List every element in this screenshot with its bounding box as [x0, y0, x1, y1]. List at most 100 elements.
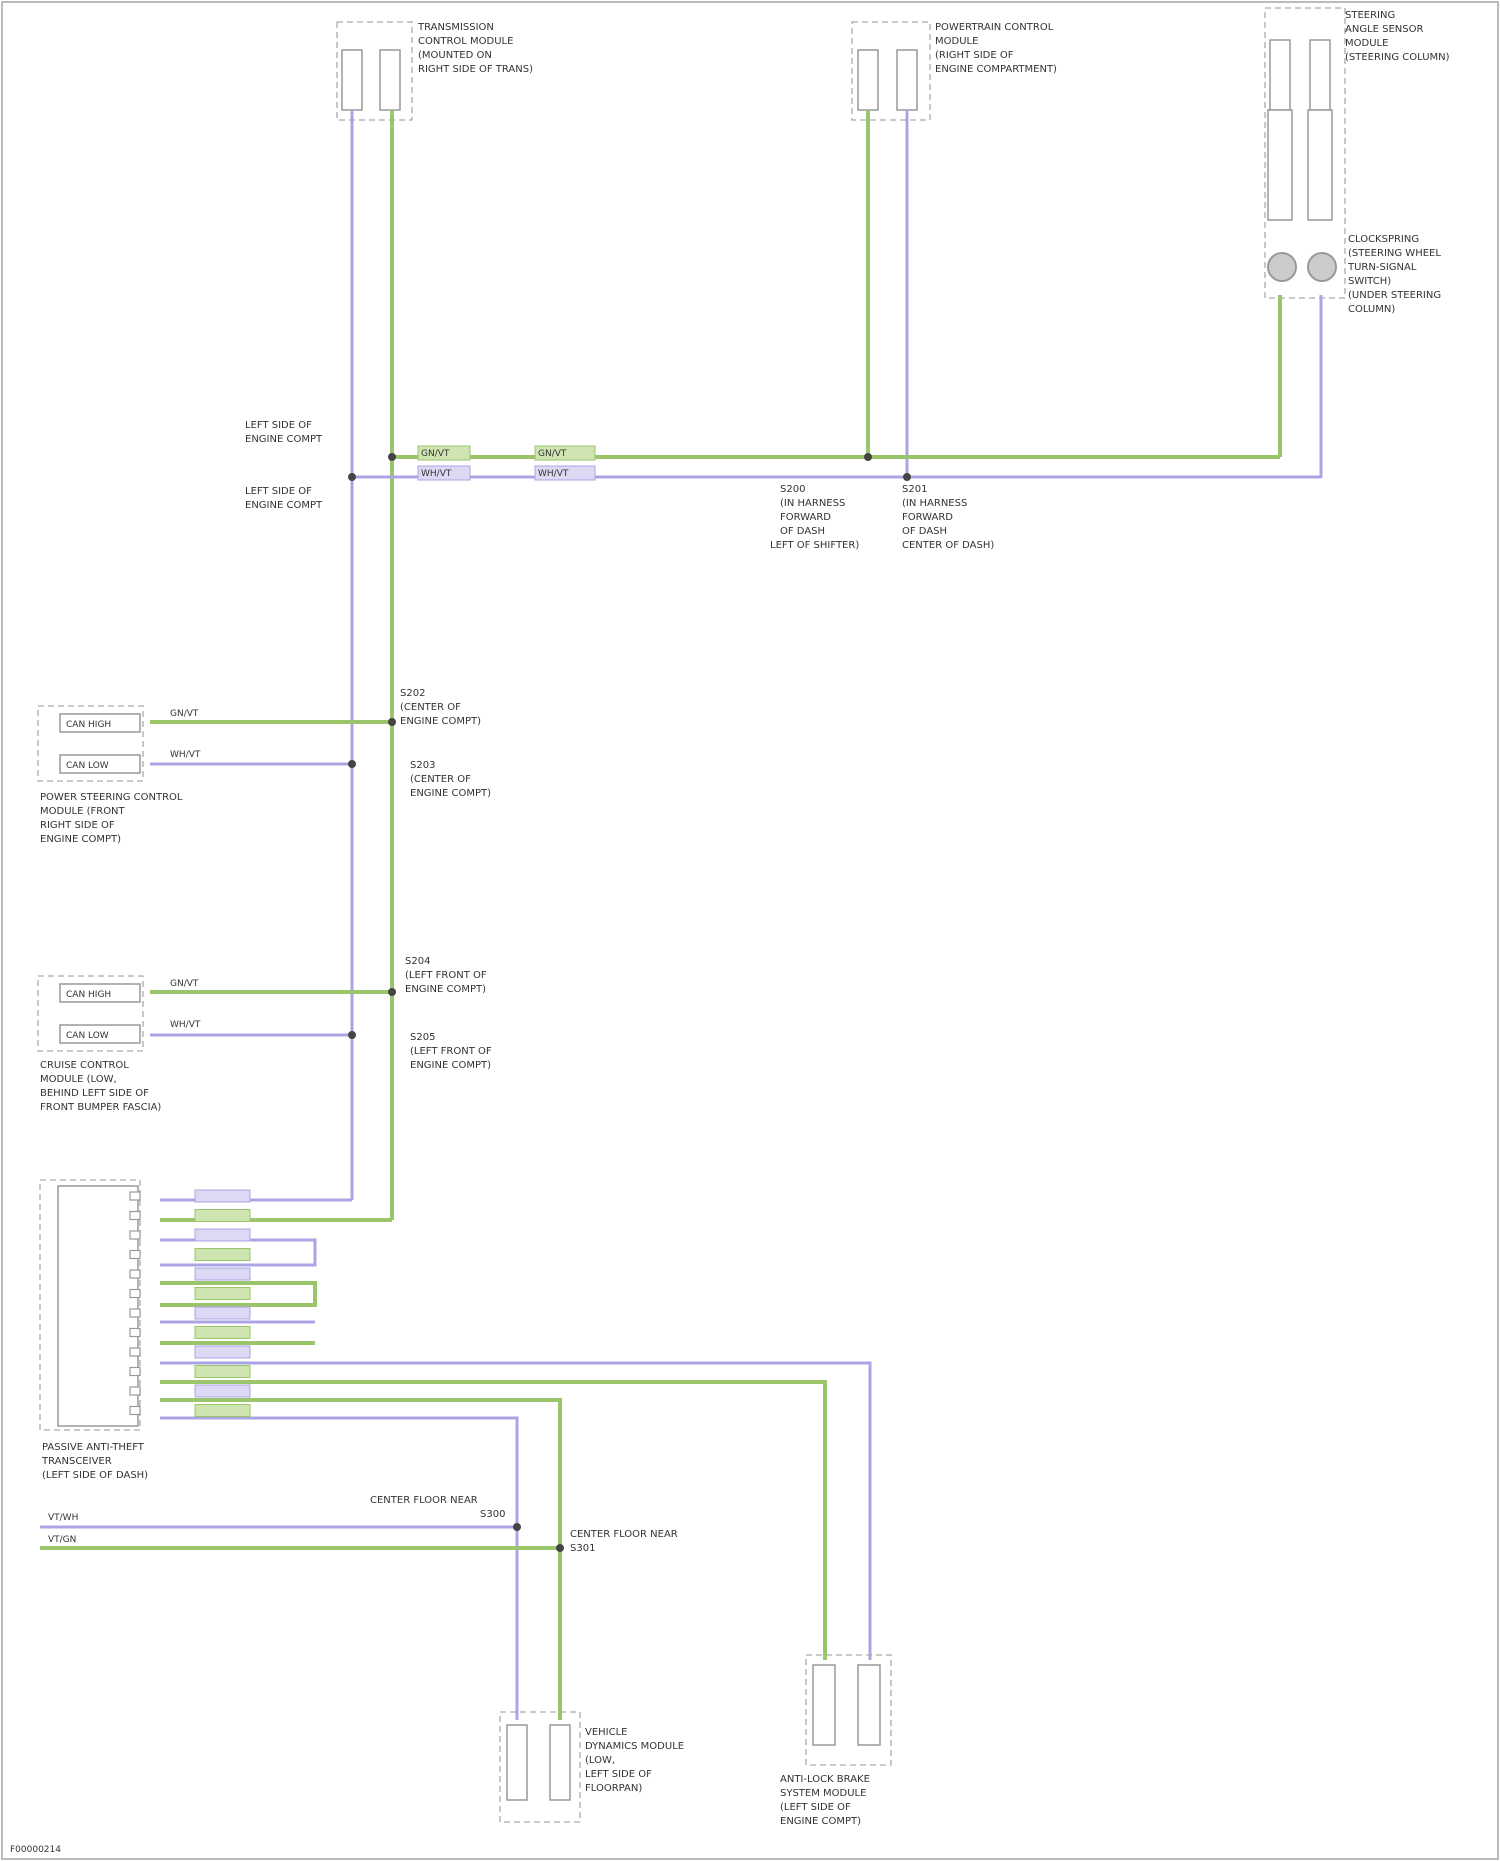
- svg-text:TRANSMISSION: TRANSMISSION: [417, 22, 494, 33]
- svg-text:ENGINE COMPT): ENGINE COMPT): [410, 1060, 491, 1071]
- svg-text:COLUMN): COLUMN): [1348, 304, 1395, 315]
- svg-text:RIGHT SIDE OF TRANS): RIGHT SIDE OF TRANS): [418, 64, 533, 75]
- svg-text:STEERING: STEERING: [1345, 10, 1395, 21]
- svg-text:S300: S300: [480, 1509, 505, 1520]
- hub-wire-tag: [195, 1249, 250, 1261]
- hub-pin: [130, 1192, 140, 1200]
- svg-text:CENTER FLOOR NEAR: CENTER FLOOR NEAR: [570, 1529, 678, 1540]
- hub-pin: [130, 1290, 140, 1298]
- svg-text:GN/VT: GN/VT: [421, 449, 450, 459]
- svg-text:WH/VT: WH/VT: [170, 750, 201, 760]
- svg-text:CRUISE CONTROL: CRUISE CONTROL: [40, 1060, 129, 1071]
- svg-text:WH/VT: WH/VT: [538, 469, 569, 479]
- svg-text:S202: S202: [400, 688, 425, 699]
- svg-text:S201: S201: [902, 484, 927, 495]
- svg-text:LEFT SIDE OF: LEFT SIDE OF: [245, 420, 312, 431]
- svg-text:CLOCKSPRING: CLOCKSPRING: [1348, 234, 1419, 245]
- svg-text:CENTER OF DASH): CENTER OF DASH): [902, 540, 994, 551]
- svg-text:VT/WH: VT/WH: [48, 1513, 78, 1523]
- svg-text:S200: S200: [780, 484, 805, 495]
- svg-text:(LEFT FRONT OF: (LEFT FRONT OF: [405, 970, 487, 981]
- svg-text:ANGLE SENSOR: ANGLE SENSOR: [1345, 24, 1424, 35]
- svg-text:CAN HIGH: CAN HIGH: [66, 720, 111, 730]
- clockspring-terminal-icon: [1268, 253, 1296, 281]
- svg-text:S204: S204: [405, 956, 430, 967]
- svg-text:ENGINE COMPT): ENGINE COMPT): [780, 1816, 861, 1827]
- hub-pin: [130, 1270, 140, 1278]
- hub-wire-tag: [195, 1327, 250, 1339]
- diagram-footer-id: F00000214: [10, 1845, 61, 1855]
- svg-text:DYNAMICS MODULE: DYNAMICS MODULE: [585, 1741, 684, 1752]
- svg-text:MODULE: MODULE: [1345, 38, 1388, 49]
- svg-text:(LEFT SIDE OF: (LEFT SIDE OF: [780, 1802, 851, 1813]
- svg-text:SYSTEM MODULE: SYSTEM MODULE: [780, 1788, 866, 1799]
- svg-text:ENGINE COMPT): ENGINE COMPT): [405, 984, 486, 995]
- hub-pin: [130, 1387, 140, 1395]
- svg-text:(CENTER OF: (CENTER OF: [410, 774, 471, 785]
- clockspring-terminal-icon: [1308, 253, 1336, 281]
- svg-text:LEFT OF SHIFTER): LEFT OF SHIFTER): [770, 540, 859, 551]
- svg-text:CAN LOW: CAN LOW: [66, 761, 109, 771]
- svg-text:POWERTRAIN CONTROL: POWERTRAIN CONTROL: [935, 22, 1054, 33]
- svg-text:CAN HIGH: CAN HIGH: [66, 990, 111, 1000]
- svg-text:FORWARD: FORWARD: [902, 512, 953, 523]
- svg-text:(UNDER STEERING: (UNDER STEERING: [1348, 290, 1441, 301]
- hub-pin: [130, 1309, 140, 1317]
- hub-wire-tag: [195, 1346, 250, 1358]
- svg-text:S205: S205: [410, 1032, 435, 1043]
- hub-pin: [130, 1251, 140, 1259]
- svg-text:RIGHT SIDE OF: RIGHT SIDE OF: [40, 820, 115, 831]
- svg-text:(IN HARNESS: (IN HARNESS: [902, 498, 967, 509]
- hub-wire-tag: [195, 1366, 250, 1378]
- svg-text:CONTROL MODULE: CONTROL MODULE: [418, 36, 513, 47]
- svg-text:OF DASH: OF DASH: [780, 526, 825, 537]
- svg-text:POWER STEERING CONTROL: POWER STEERING CONTROL: [40, 792, 183, 803]
- svg-text:PASSIVE ANTI-THEFT: PASSIVE ANTI-THEFT: [42, 1442, 145, 1453]
- svg-text:FRONT BUMPER FASCIA): FRONT BUMPER FASCIA): [40, 1102, 161, 1113]
- svg-text:LEFT SIDE OF: LEFT SIDE OF: [585, 1769, 652, 1780]
- svg-text:TRANSCEIVER: TRANSCEIVER: [41, 1456, 112, 1467]
- svg-text:(MOUNTED ON: (MOUNTED ON: [418, 50, 492, 61]
- hub-pin: [130, 1329, 140, 1337]
- hub-pin: [130, 1212, 140, 1220]
- svg-text:(IN HARNESS: (IN HARNESS: [780, 498, 845, 509]
- svg-text:CAN LOW: CAN LOW: [66, 1031, 109, 1041]
- svg-text:LEFT SIDE OF: LEFT SIDE OF: [245, 486, 312, 497]
- hub-pin: [130, 1231, 140, 1239]
- svg-text:ENGINE COMPT): ENGINE COMPT): [40, 834, 121, 845]
- hub-pin: [130, 1407, 140, 1415]
- svg-text:GN/VT: GN/VT: [170, 709, 199, 719]
- hub-wire-tag: [195, 1229, 250, 1241]
- hub-wire-tag: [195, 1405, 250, 1417]
- svg-text:(CENTER OF: (CENTER OF: [400, 702, 461, 713]
- hub-wire-tag: [195, 1210, 250, 1222]
- svg-text:GN/VT: GN/VT: [538, 449, 567, 459]
- hub-wire-tag: [195, 1268, 250, 1280]
- svg-text:WH/VT: WH/VT: [421, 469, 452, 479]
- svg-text:ENGINE COMPT: ENGINE COMPT: [245, 500, 323, 511]
- hub-wire-tag: [195, 1385, 250, 1397]
- svg-text:WH/VT: WH/VT: [170, 1020, 201, 1030]
- svg-text:MODULE (FRONT: MODULE (FRONT: [40, 806, 126, 817]
- svg-text:(LOW,: (LOW,: [585, 1755, 615, 1766]
- svg-text:MODULE (LOW,: MODULE (LOW,: [40, 1074, 117, 1085]
- svg-text:S203: S203: [410, 760, 435, 771]
- svg-text:SWITCH): SWITCH): [1348, 276, 1391, 287]
- hub-wire-tag: [195, 1288, 250, 1300]
- svg-text:TURN-SIGNAL: TURN-SIGNAL: [1347, 262, 1417, 273]
- svg-text:(LEFT SIDE OF DASH): (LEFT SIDE OF DASH): [42, 1470, 148, 1481]
- svg-text:BEHIND LEFT SIDE OF: BEHIND LEFT SIDE OF: [40, 1088, 149, 1099]
- svg-text:MODULE: MODULE: [935, 36, 978, 47]
- svg-text:(RIGHT SIDE OF: (RIGHT SIDE OF: [935, 50, 1014, 61]
- svg-text:(STEERING WHEEL: (STEERING WHEEL: [1348, 248, 1441, 259]
- hub-pin: [130, 1368, 140, 1376]
- svg-text:ENGINE COMPT): ENGINE COMPT): [400, 716, 481, 727]
- svg-text:S301: S301: [570, 1543, 595, 1554]
- svg-text:ENGINE COMPARTMENT): ENGINE COMPARTMENT): [935, 64, 1057, 75]
- svg-text:FORWARD: FORWARD: [780, 512, 831, 523]
- svg-text:CENTER FLOOR NEAR: CENTER FLOOR NEAR: [370, 1495, 478, 1506]
- svg-text:(STEERING COLUMN): (STEERING COLUMN): [1345, 52, 1450, 63]
- svg-text:VT/GN: VT/GN: [48, 1535, 76, 1545]
